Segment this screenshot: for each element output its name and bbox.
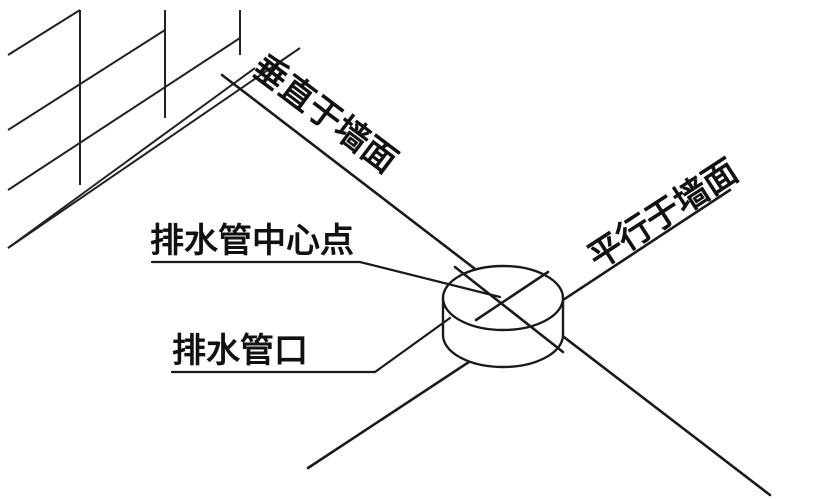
parallel-label: 平行于墙面	[581, 151, 745, 277]
perpendicular-label: 垂直于墙面	[245, 47, 405, 181]
center-point-leader	[150, 260, 502, 299]
wall-tile-grid	[7, 9, 301, 249]
outlet-label: 排水管口	[172, 331, 308, 371]
drain-outlet-shape	[441, 264, 565, 369]
outlet-leader	[170, 316, 452, 374]
center-point-label: 排水管中心点	[150, 221, 354, 261]
